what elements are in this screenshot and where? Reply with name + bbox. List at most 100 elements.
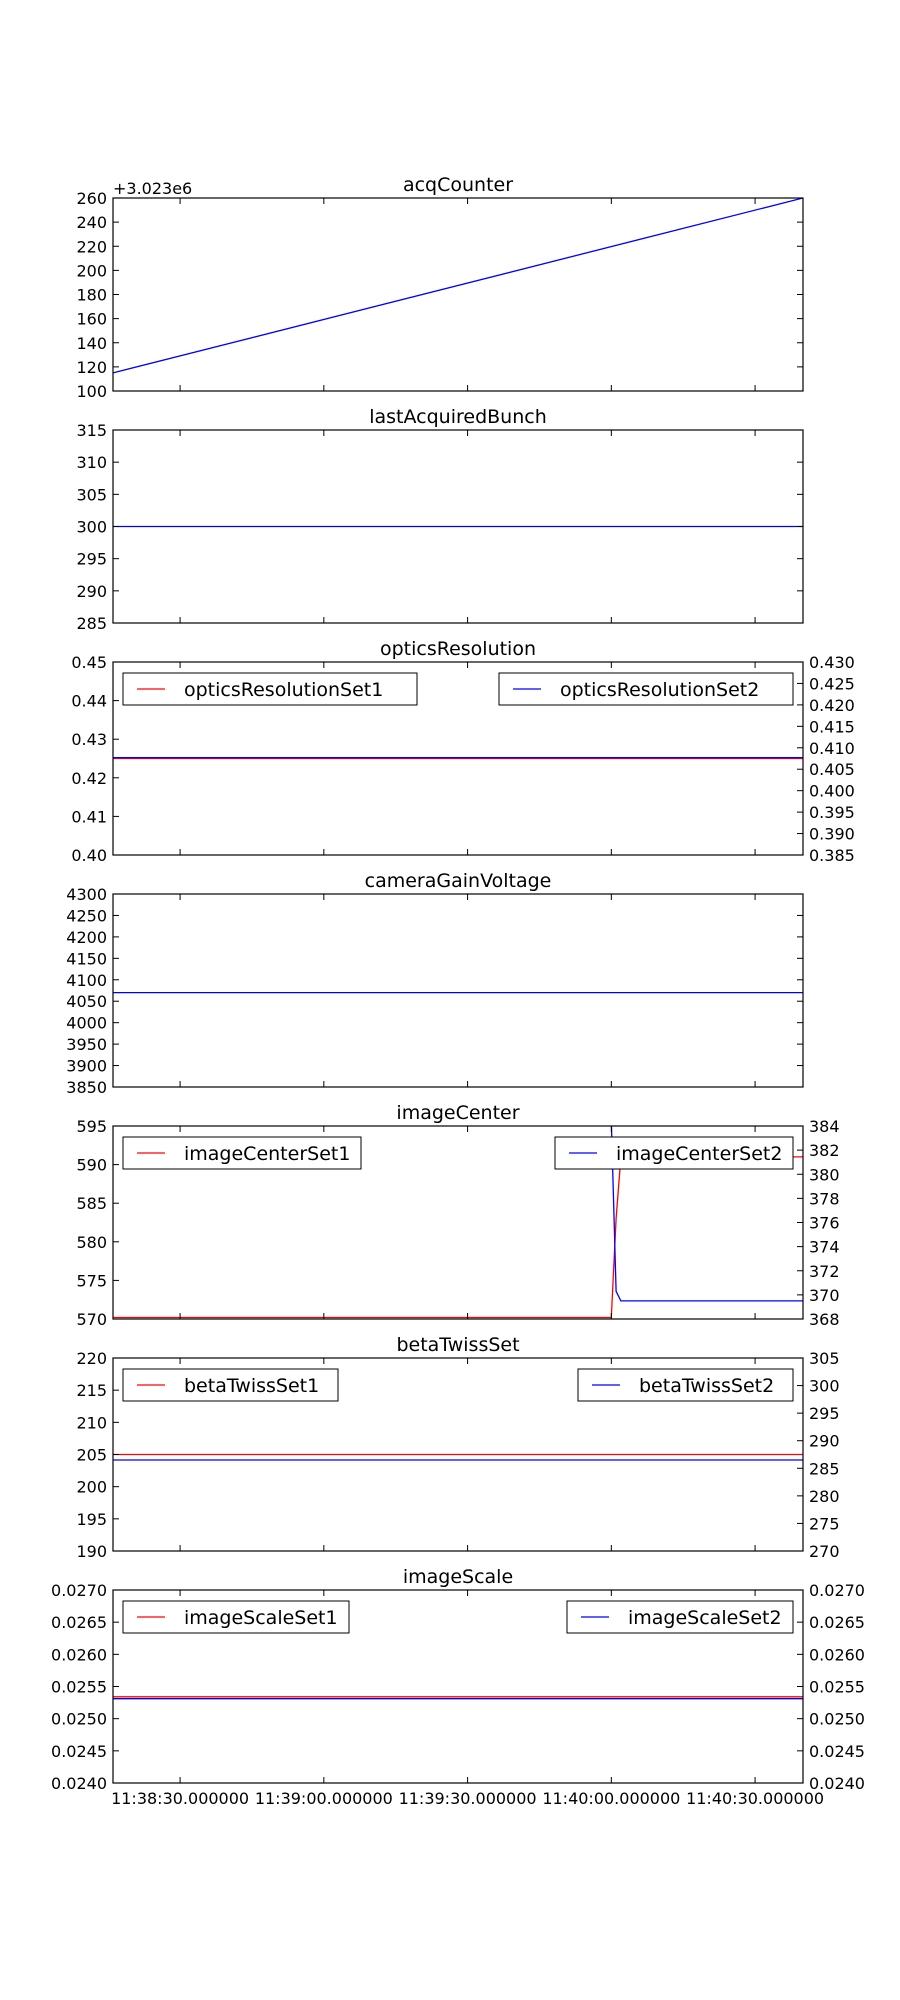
series-line-imageCenterSet1	[113, 1156, 803, 1319]
y-tick-label: 0.0250	[51, 1710, 107, 1729]
y-tick-label: 305	[76, 485, 107, 504]
y-tick-label: 300	[76, 518, 107, 537]
y-tick-label: 210	[76, 1413, 107, 1432]
legend-left: betaTwissSet1	[122, 1368, 339, 1402]
y-offset-label: +3.023e6	[113, 179, 192, 198]
y2-tick-label: 295	[809, 1404, 840, 1423]
legend-right: betaTwissSet2	[577, 1368, 794, 1402]
legend-right: opticsResolutionSet2	[498, 672, 794, 706]
y-tick-label: 0.0270	[51, 1581, 107, 1600]
y-tick-label: 575	[76, 1271, 107, 1290]
y-tick-label: 0.0245	[51, 1742, 107, 1761]
y-tick-label: 4250	[66, 906, 107, 925]
legend-label: opticsResolutionSet1	[184, 679, 383, 701]
y-tick-label: 595	[76, 1117, 107, 1136]
y-tick-label: 200	[76, 1478, 107, 1497]
y-tick-label: 4200	[66, 928, 107, 947]
y2-tick-label: 0.425	[809, 674, 855, 693]
legend-label: imageScaleSet2	[628, 1607, 782, 1629]
y-tick-label: 580	[76, 1233, 107, 1252]
y-tick-label: 4300	[66, 885, 107, 904]
legend-right: imageCenterSet2	[554, 1136, 794, 1170]
x-tick-label: 11:38:30.000000	[111, 1789, 249, 1808]
y-tick-label: 240	[76, 213, 107, 232]
y-tick-label: 315	[76, 421, 107, 440]
panel-acqCounter: acqCounter+3.023e61001201401601802002202…	[76, 174, 804, 401]
y-tick-label: 120	[76, 358, 107, 377]
y-tick-label: 585	[76, 1194, 107, 1213]
y-tick-label: 205	[76, 1446, 107, 1465]
y-tick-label: 160	[76, 310, 107, 329]
y2-tick-label: 270	[809, 1542, 840, 1561]
y-tick-label: 4150	[66, 949, 107, 968]
y2-tick-label: 370	[809, 1286, 840, 1305]
y2-tick-label: 374	[809, 1238, 840, 1257]
series-line-imageCenterSet2	[610, 1126, 803, 1302]
y-tick-label: 180	[76, 286, 107, 305]
y-tick-label: 290	[76, 582, 107, 601]
legend-label: imageCenterSet2	[616, 1143, 782, 1165]
y2-tick-label: 0.0255	[809, 1678, 865, 1697]
y-tick-label: 100	[76, 382, 107, 401]
y-tick-label: 220	[76, 1349, 107, 1368]
y2-tick-label: 300	[809, 1377, 840, 1396]
y2-tick-label: 0.0245	[809, 1742, 865, 1761]
y-tick-label: 0.45	[71, 653, 107, 672]
y-tick-label: 220	[76, 237, 107, 256]
y-tick-label: 570	[76, 1310, 107, 1329]
y2-tick-label: 0.430	[809, 653, 855, 672]
y2-tick-label: 305	[809, 1349, 840, 1368]
y-tick-label: 0.0240	[51, 1774, 107, 1793]
y2-tick-label: 368	[809, 1310, 840, 1329]
y-tick-label: 0.43	[71, 730, 107, 749]
y-tick-label: 590	[76, 1156, 107, 1175]
y2-tick-label: 0.420	[809, 696, 855, 715]
panel-title: acqCounter	[403, 174, 513, 196]
series-line-acqCounter	[113, 198, 803, 374]
y-tick-label: 3900	[66, 1057, 107, 1076]
y2-tick-label: 372	[809, 1262, 840, 1281]
y-tick-label: 0.0255	[51, 1678, 107, 1697]
y-tick-label: 0.44	[71, 692, 107, 711]
y-tick-label: 4100	[66, 971, 107, 990]
y2-tick-label: 275	[809, 1514, 840, 1533]
panel-title: imageScale	[403, 1566, 513, 1588]
y2-tick-label: 0.385	[809, 846, 855, 865]
y-tick-label: 4000	[66, 1014, 107, 1033]
y-tick-label: 310	[76, 453, 107, 472]
panel-imageScale: imageScale0.02400.02450.02500.02550.0260…	[51, 1566, 865, 1808]
panel-cameraGainVoltage: cameraGainVoltage38503900395040004050410…	[66, 870, 804, 1097]
y-tick-label: 260	[76, 189, 107, 208]
y-tick-label: 3850	[66, 1078, 107, 1097]
panel-imageCenter: imageCenter57057558058559059536837037237…	[76, 1102, 839, 1329]
legend-left: imageCenterSet1	[122, 1136, 362, 1170]
y2-tick-label: 0.400	[809, 782, 855, 801]
legend-label: imageScaleSet1	[184, 1607, 338, 1629]
y2-tick-label: 285	[809, 1459, 840, 1478]
panel-betaTwissSet: betaTwissSet1901952002052102152202702752…	[76, 1334, 839, 1561]
y-tick-label: 0.0265	[51, 1613, 107, 1632]
y-tick-label: 4050	[66, 992, 107, 1011]
y2-tick-label: 0.390	[809, 825, 855, 844]
legend-label: imageCenterSet1	[184, 1143, 350, 1165]
plot-frame	[112, 661, 804, 856]
x-tick-label: 11:40:00.000000	[542, 1789, 680, 1808]
y2-tick-label: 0.0250	[809, 1710, 865, 1729]
y-tick-label: 0.41	[71, 807, 107, 826]
y-tick-label: 295	[76, 550, 107, 569]
y-tick-label: 200	[76, 261, 107, 280]
panel-title: cameraGainVoltage	[365, 870, 552, 892]
y-tick-label: 190	[76, 1542, 107, 1561]
y2-tick-label: 280	[809, 1487, 840, 1506]
y-tick-label: 195	[76, 1510, 107, 1529]
plot-frame	[112, 893, 804, 1088]
y2-tick-label: 376	[809, 1214, 840, 1233]
panel-opticsResolution: opticsResolution0.400.410.420.430.440.45…	[71, 638, 854, 865]
plot-frame	[112, 197, 804, 392]
x-tick-label: 11:40:30.000000	[686, 1789, 824, 1808]
y-tick-label: 0.40	[71, 846, 107, 865]
legend-box	[498, 672, 794, 706]
x-tick-label: 11:39:30.000000	[399, 1789, 537, 1808]
y-tick-label: 215	[76, 1381, 107, 1400]
